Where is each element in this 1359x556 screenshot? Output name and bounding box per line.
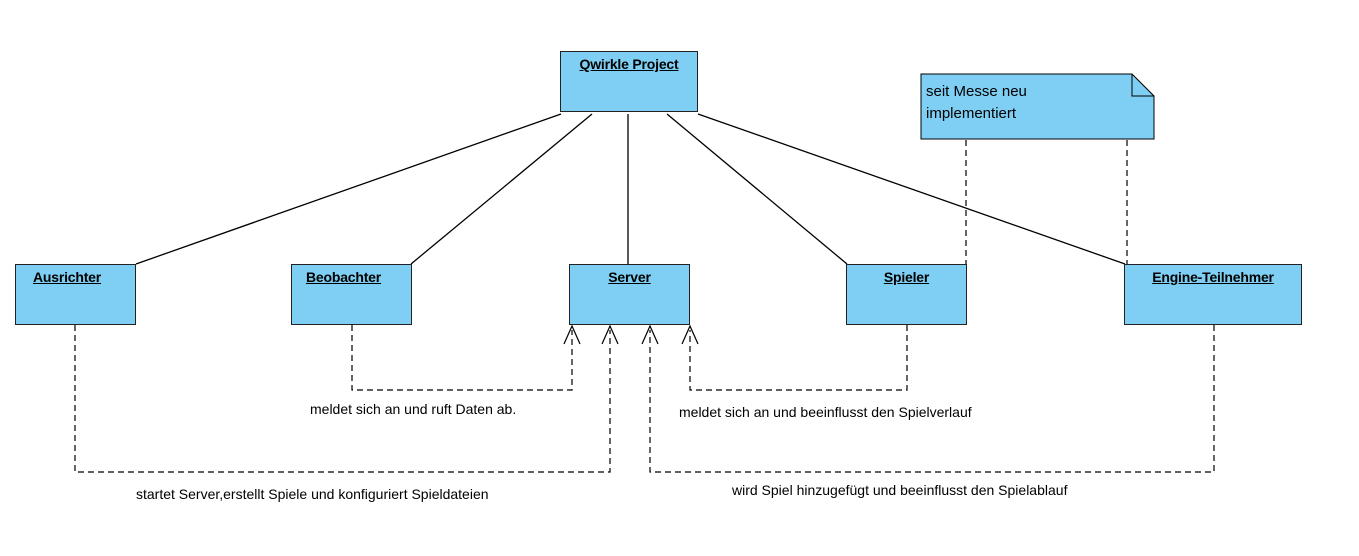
- beobachter-title: Beobachter: [306, 269, 382, 285]
- server-title: Server: [608, 269, 651, 285]
- assoc-line-ausrichter: [135, 113, 562, 265]
- qwirkle-project-box[interactable]: Qwirkle Project: [560, 51, 698, 112]
- qwirkle-project-title: Qwirkle Project: [579, 56, 679, 72]
- engine-teilnehmer-box[interactable]: Engine-Teilnehmer: [1124, 264, 1302, 325]
- assoc-line-spieler: [666, 113, 848, 265]
- engine-teilnehmer-title: Engine-Teilnehmer: [1152, 269, 1274, 285]
- spieler-title: Spieler: [883, 269, 930, 285]
- server-box[interactable]: Server: [569, 264, 690, 325]
- arrowhead-spieler: [681, 324, 699, 345]
- arrowhead-engine: [641, 324, 659, 345]
- assoc-line-beobachter: [410, 113, 593, 265]
- dep-engine-server: [649, 325, 1215, 473]
- label-beobachter-server: meldet sich an und ruft Daten ab.: [310, 401, 517, 417]
- ausrichter-title: Ausrichter: [33, 269, 102, 285]
- label-ausrichter-server: startet Server,erstellt Spiele und konfi…: [136, 486, 489, 502]
- note-text: seit Messe neu implementiert: [926, 81, 1027, 125]
- spieler-box[interactable]: Spieler: [846, 264, 967, 325]
- dep-beobachter-server: [351, 325, 573, 391]
- beobachter-box[interactable]: Beobachter: [291, 264, 412, 325]
- note-line-1: seit Messe neu: [926, 83, 1027, 100]
- arrowhead-beobachter: [563, 324, 581, 345]
- label-engine-server: wird Spiel hinzugefügt und beeinflusst d…: [732, 482, 1068, 498]
- note-line-2: implementiert: [926, 105, 1017, 122]
- assoc-line-engine: [697, 113, 1126, 265]
- dep-spieler-server: [689, 325, 908, 391]
- note-shape: [920, 73, 1155, 140]
- ausrichter-box[interactable]: Ausrichter: [15, 264, 136, 325]
- label-spieler-server: meldet sich an und beeinflusst den Spiel…: [679, 404, 972, 420]
- arrowhead-ausrichter: [601, 324, 619, 345]
- dep-ausrichter-server: [74, 325, 611, 473]
